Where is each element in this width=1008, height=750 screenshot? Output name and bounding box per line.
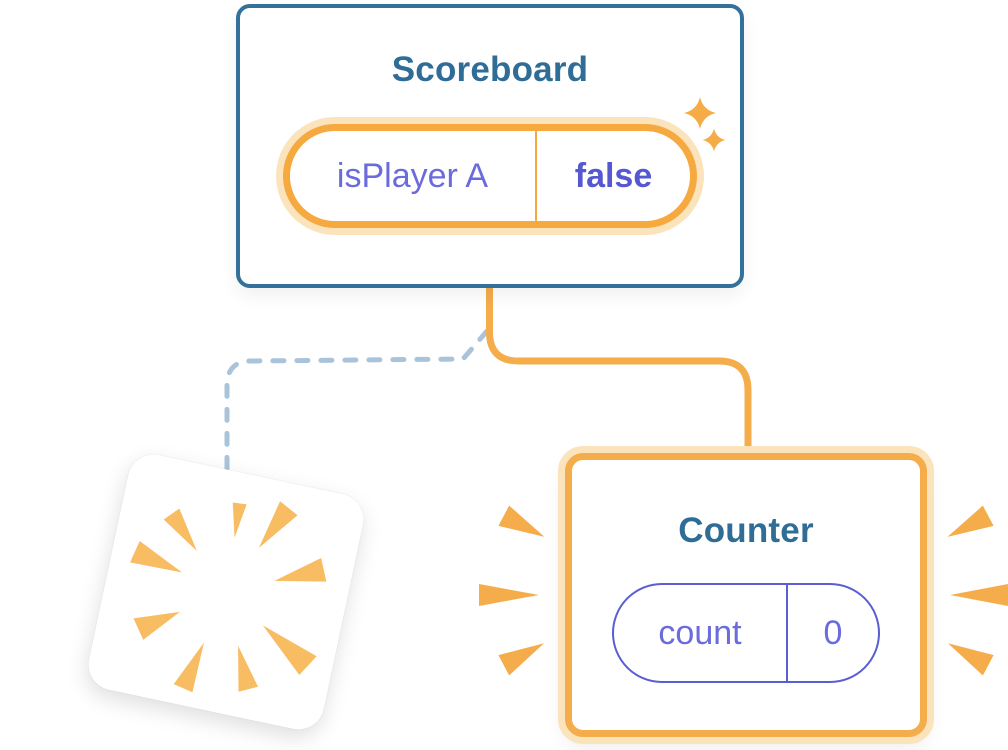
removed-branch-dashed-connector bbox=[224, 328, 490, 479]
emphasis-mark-icon bbox=[498, 505, 545, 537]
starburst-poof-icon bbox=[130, 501, 327, 693]
pill-divider bbox=[535, 131, 537, 221]
emphasis-mark-icon bbox=[947, 643, 994, 676]
emphasis-mark-icon bbox=[479, 584, 539, 606]
scoreboard-state-pill: isPlayer A false bbox=[283, 124, 697, 228]
counter-state-pill: count 0 bbox=[612, 583, 880, 683]
emphasis-mark-icon bbox=[498, 643, 545, 676]
scoreboard-state-value: false bbox=[574, 156, 653, 195]
sparkle-icon bbox=[684, 97, 716, 129]
emphasis-mark-icon bbox=[950, 584, 1008, 606]
destroyed-component-card bbox=[83, 449, 369, 735]
counter-state-value: 0 bbox=[823, 613, 843, 652]
sparkle-icon bbox=[702, 128, 726, 152]
emphasis-mark-icon bbox=[947, 505, 994, 537]
scoreboard-state-label: isPlayer A bbox=[336, 156, 489, 195]
pill-divider bbox=[786, 585, 788, 681]
active-branch-connector bbox=[486, 288, 752, 450]
counter-state-label: count bbox=[658, 613, 742, 652]
scoreboard-component-card: Scoreboard isPlayer A false bbox=[236, 4, 744, 288]
scoreboard-title: Scoreboard bbox=[391, 50, 589, 89]
counter-component-card: Counter count 0 bbox=[565, 453, 927, 737]
counter-title: Counter bbox=[678, 511, 814, 550]
